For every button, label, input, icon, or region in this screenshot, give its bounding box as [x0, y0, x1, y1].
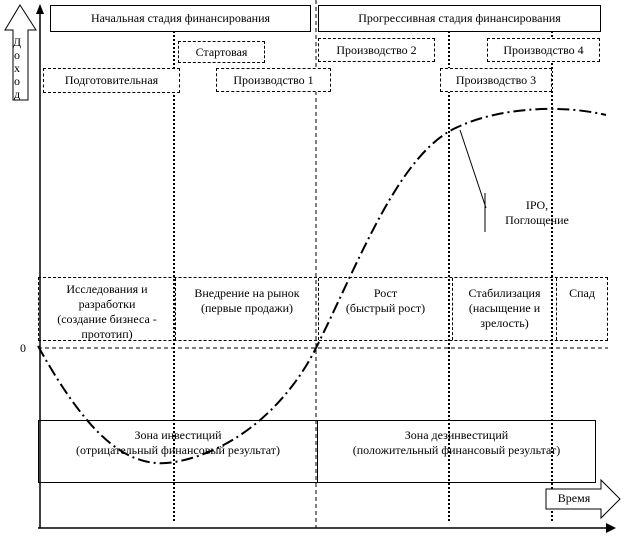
phase-production-2: Производство 2 — [318, 38, 435, 62]
letter: о — [14, 48, 20, 62]
phase-start: Стартовая — [178, 41, 265, 63]
line: Рост — [373, 286, 398, 300]
income-curve — [37, 107, 607, 465]
line: Исследования и — [66, 282, 148, 296]
letter: о — [14, 74, 20, 88]
line: Стабилизация — [468, 286, 541, 300]
ipo-line: Поглощение — [505, 213, 569, 227]
zero-label: 0 — [20, 341, 26, 355]
phase-production-1: Производство 1 — [216, 68, 331, 92]
letter: д — [13, 87, 21, 101]
line: (первые продажи) — [200, 301, 293, 315]
lifecycle-growth: Рост(быстрый рост) — [319, 278, 453, 340]
line: Спад — [569, 286, 595, 300]
line: разработки — [78, 297, 136, 311]
zone-divestment: Зона дезинвестиций(положительный финансо… — [318, 421, 595, 482]
ipo-label: IPO, Поглощение — [494, 198, 580, 228]
letter: Д — [12, 35, 22, 49]
ipo-line: IPO, — [525, 198, 549, 212]
lifecycle-decline: Спад — [557, 278, 607, 340]
line: (быстрый рост) — [345, 301, 426, 315]
line: (насыщение и — [468, 301, 541, 315]
zone-investment: Зона инвестиций(отрицательный финансовый… — [39, 421, 318, 482]
line: прототип) — [81, 327, 133, 341]
line: зрелость) — [480, 316, 529, 330]
line: (создание бизнеса - — [57, 312, 157, 326]
income-arrow — [4, 4, 37, 101]
ipo-pointer — [459, 129, 487, 209]
phase-preparatory: Подготовительная — [43, 68, 180, 93]
zone-title: Зона инвестиций — [134, 428, 222, 442]
y-axis-label: Д о х о д — [4, 36, 30, 101]
zone-subtitle: (положительный финансовый результат) — [352, 443, 561, 457]
stage-initial: Начальная стадия финансирования — [50, 5, 311, 32]
x-axis-arrow — [606, 523, 616, 533]
letter: х — [14, 61, 20, 75]
line: Внедрение на рынок — [194, 286, 300, 300]
phase-production-3: Производство 3 — [440, 68, 552, 92]
lifecycle-market-entry: Внедрение на рынок(первые продажи) — [176, 278, 319, 340]
phase-production-4: Производство 4 — [487, 38, 600, 62]
zone-subtitle: (отрицательный финансовый результат) — [76, 443, 280, 457]
stage-progressive: Прогрессивная стадия финансирования — [318, 5, 601, 32]
x-axis-label: Время — [557, 491, 591, 505]
zone-title: Зона дезинвестиций — [404, 428, 509, 442]
y-axis-arrow — [36, 4, 44, 14]
time-arrow — [545, 478, 621, 520]
zones-row: Зона инвестиций(отрицательный финансовый… — [38, 420, 596, 483]
